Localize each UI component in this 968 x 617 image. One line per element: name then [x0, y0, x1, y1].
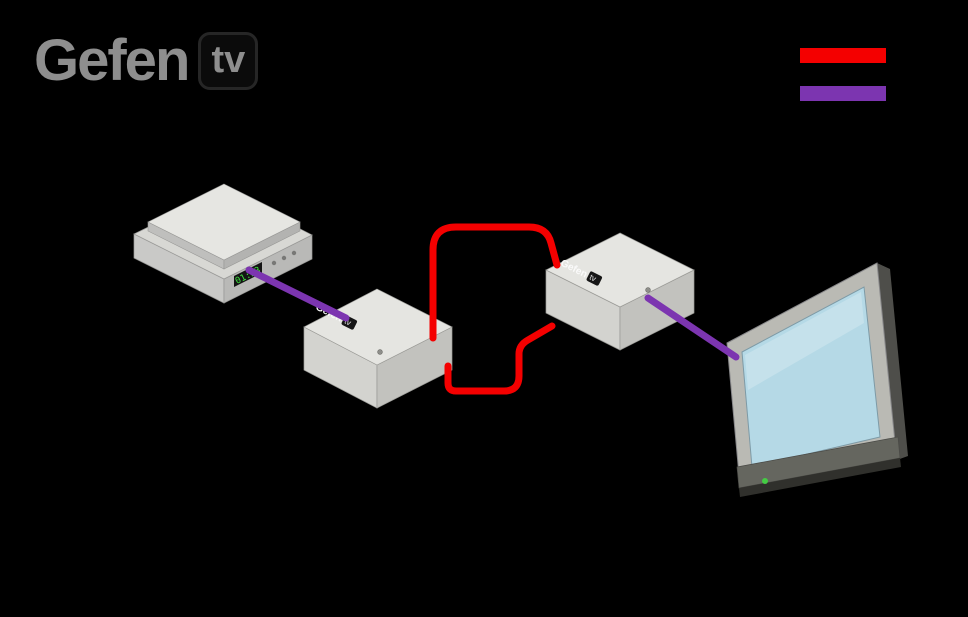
tv-display — [726, 262, 908, 497]
sender-logo-tv-text: tv — [343, 317, 353, 328]
gefen-logo-tv-badge: tv — [198, 32, 259, 90]
gefen-logo-text: Gefen — [34, 28, 190, 93]
cat5-cable-sender-to-receiver-bottom — [444, 322, 556, 395]
gefen-logo-tv-text: tv — [211, 38, 246, 81]
player-button-icon — [291, 250, 297, 256]
tv-side-edge — [877, 263, 908, 460]
player-display — [234, 262, 262, 287]
source-player: 01:23 — [133, 183, 313, 304]
tv-screen — [741, 286, 881, 468]
player-lid-top-face — [147, 183, 301, 261]
tv-screen-glare — [745, 292, 864, 390]
gefen-logo: Gefen tv — [34, 28, 259, 93]
receiver-logo-tv-text: tv — [588, 273, 598, 284]
cat5-cable-swatch — [800, 48, 886, 63]
hdmi-cable-source-to-sender — [245, 266, 350, 322]
player-button-icon — [281, 255, 287, 261]
player-button-icon — [271, 260, 277, 266]
sender-button-icon — [377, 349, 383, 355]
receiver-top-face — [545, 232, 695, 308]
hdmi-cable-receiver-to-tv — [644, 294, 740, 361]
sender-top-face — [303, 288, 453, 366]
receiver-button-icon — [645, 287, 651, 293]
receiver-unit: Gefen tv — [545, 232, 695, 351]
tv-power-led-icon — [762, 478, 768, 484]
hdmi-cable-swatch — [800, 86, 886, 101]
tv-stand-base — [739, 458, 901, 497]
receiver-logo-tv-badge — [586, 271, 603, 286]
cat5-cable-sender-to-receiver-top — [429, 223, 561, 342]
cable-legend — [800, 48, 886, 101]
